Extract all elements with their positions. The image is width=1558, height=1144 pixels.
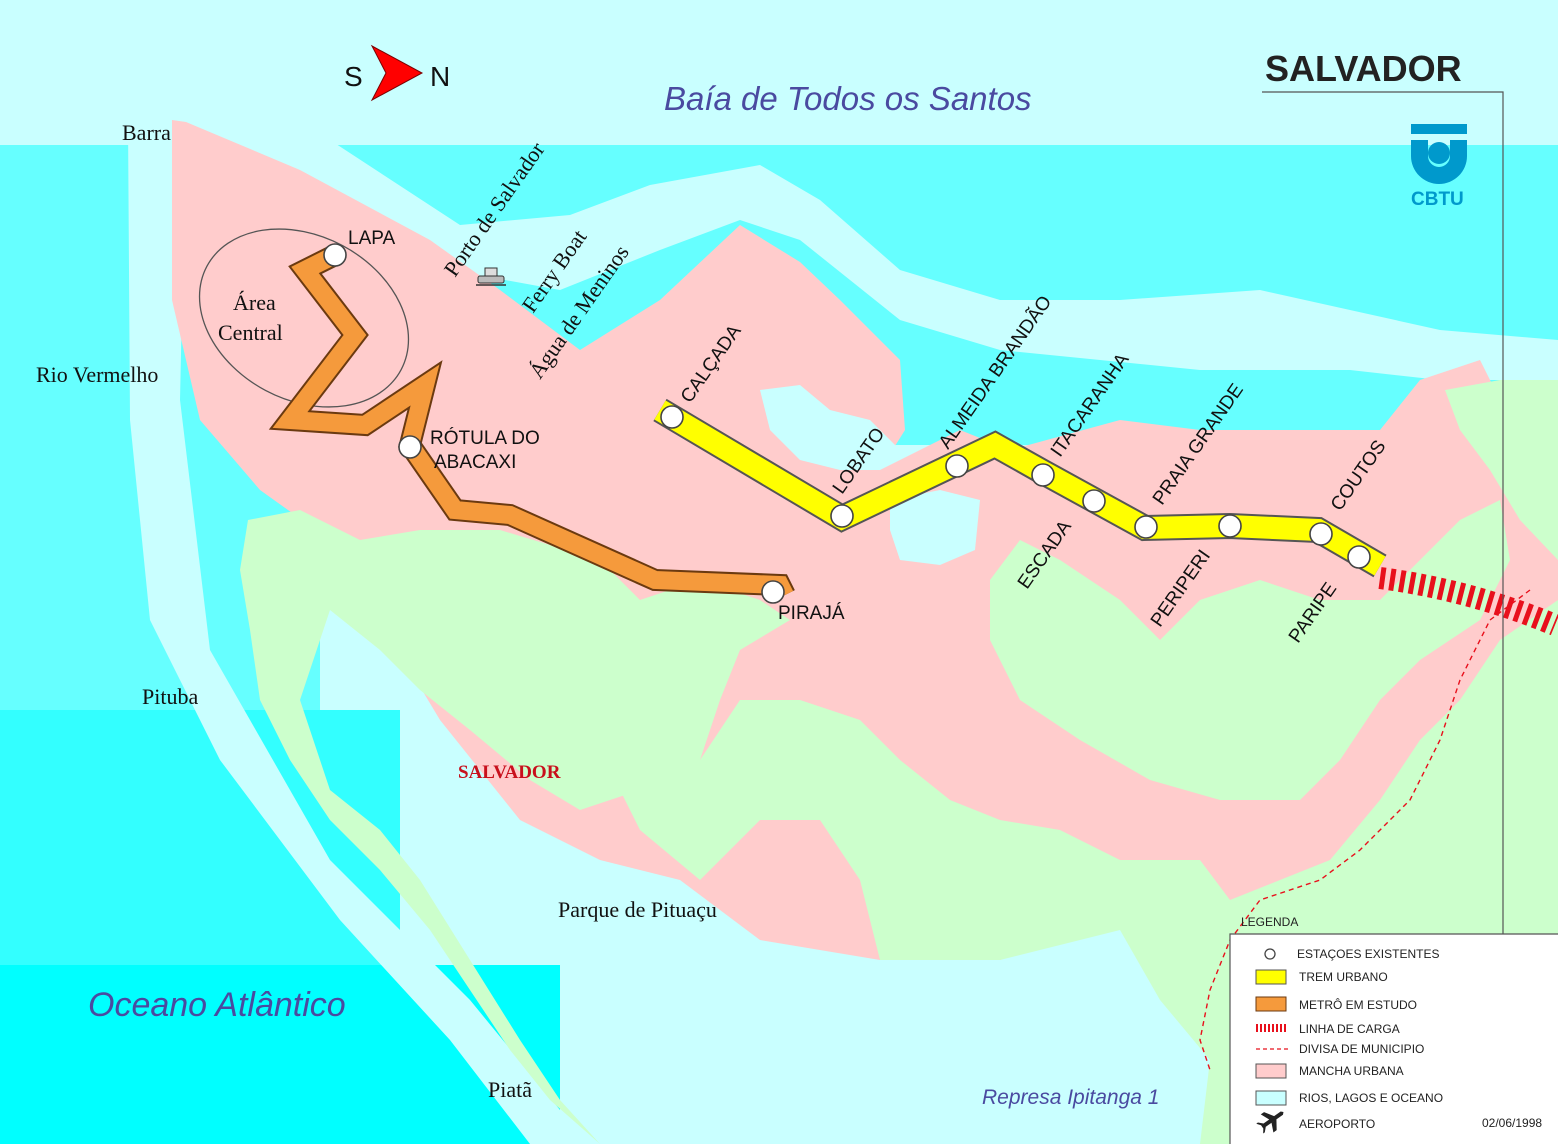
legend-label-0: ESTAÇOES EXISTENTES [1297,947,1439,961]
sky-water-band [0,0,1558,145]
bay-shore-strip [186,120,1558,380]
label-reservoir: Represa Ipitanga 1 [982,1086,1159,1109]
legend-label-2: METRÔ EM ESTUDO [1299,997,1417,1012]
label-rotula-1: RÓTULA DO [430,427,540,449]
legend-label-6: RIOS, LAGOS E OCEANO [1299,1091,1443,1105]
label-area-central-1: Área [233,290,276,315]
label-barra: Barra [122,120,171,145]
legend-train-symbol [1255,969,1287,985]
label-piata: Piatã [488,1077,532,1102]
label-parque-pituacu: Parque de Pituaçu [558,897,717,922]
station-itacaranha[interactable] [1031,463,1055,487]
station-periperi[interactable] [1218,514,1242,538]
station-paripe[interactable] [1347,545,1371,569]
legend-label-3: LINHA DE CARGA [1299,1022,1400,1036]
label-rio-vermelho: Rio Vermelho [36,362,158,387]
label-piraja: PIRAJÁ [778,603,845,624]
green-area-northeast [1445,380,1558,560]
legend-station-symbol [1264,948,1276,960]
ocean-water-mid [0,710,400,970]
cbtu-logo [1411,124,1467,184]
station-rotula[interactable] [398,435,422,459]
station-almeida[interactable] [945,454,969,478]
legend-urban-symbol [1255,1063,1287,1079]
map-date: 02/06/1998 [1482,1116,1542,1130]
title-frame-line [1262,91,1504,934]
bay-inlet-2 [890,490,980,565]
station-lapa[interactable] [323,243,347,267]
station-praia-grande[interactable] [1134,515,1158,539]
legend-label-1: TREM URBANO [1299,970,1388,984]
legend-label-7: AEROPORTO [1299,1117,1375,1131]
compass-north: N [430,61,450,92]
station-lobato[interactable] [830,504,854,528]
station-piraja[interactable] [761,580,785,604]
compass-south: S [344,61,363,92]
legend-label-4: DIVISA DE MUNICIPIO [1299,1042,1424,1056]
compass-arrow-icon [370,44,424,102]
legend-label-5: MANCHA URBANA [1299,1064,1404,1078]
reservoir-ipitanga [1110,1055,1170,1100]
ferry-boat-icon [476,267,506,286]
legend-water-symbol [1255,1090,1287,1106]
station-coutos[interactable] [1309,522,1333,546]
stations [323,243,1371,604]
label-area-central-2: Central [218,320,283,345]
station-escada[interactable] [1082,489,1106,513]
bay-inlet-1 [760,385,900,470]
map-title: SALVADOR [1265,48,1462,89]
airplane-icon [1256,1111,1284,1134]
legend-frame [1229,933,1558,1144]
legend: LEGENDA ESTAÇOES EXISTENTES TREM URBANO … [1229,915,1558,1144]
legend-metro-symbol [1255,996,1287,1012]
legend-box [1230,934,1558,1144]
green-area-east [990,500,1510,800]
label-bay: Baía de Todos os Santos [664,80,1032,117]
label-lapa: LAPA [348,228,396,249]
label-rotula-2: ABACAXI [434,452,516,473]
municipal-boundary [1199,589,1531,1071]
label-pituba: Pituba [142,684,198,709]
green-area-main [240,510,1558,1144]
label-ocean: Oceano Atlântico [88,986,346,1024]
metro-line [272,246,794,600]
legend-title: LEGENDA [1241,915,1298,929]
logo-text: CBTU [1411,189,1464,210]
station-calcada[interactable] [660,405,684,429]
freight-line [1378,567,1558,636]
label-salvador-city: SALVADOR [458,762,561,783]
area-central-outline [198,228,410,408]
